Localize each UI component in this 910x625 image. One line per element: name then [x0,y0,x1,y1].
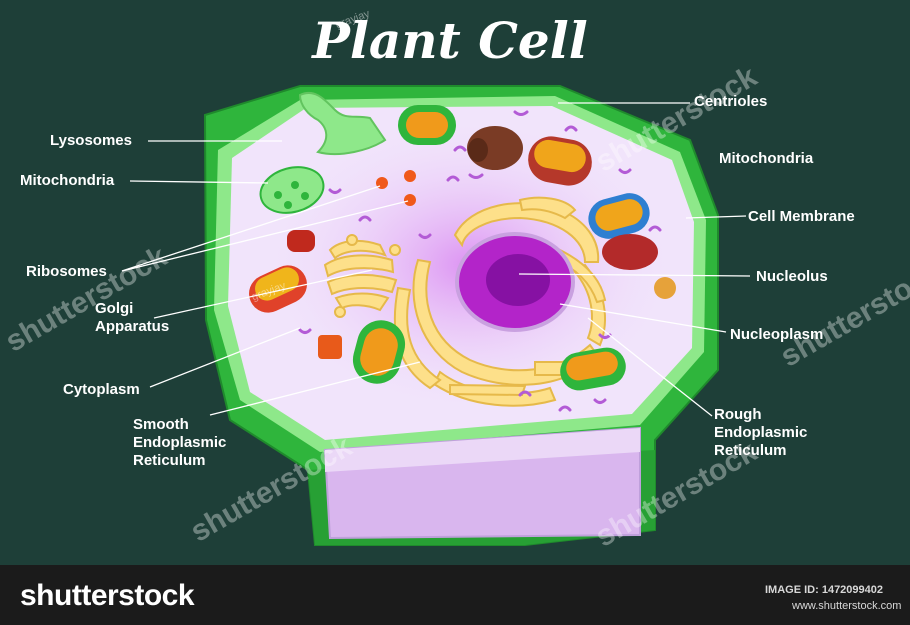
golgi-apparatus [323,234,401,318]
label-nucleoplasm: Nucleoplasm [730,326,824,343]
mitochondrion [249,265,307,313]
footer-site: www.shutterstock.com [792,600,902,612]
plasmodesma [298,91,387,156]
vesicle [287,230,315,252]
label-rough-er: Rough Endoplasmic Reticulum [714,406,808,459]
mitochondrion [528,136,592,186]
mitochondrion [560,347,626,391]
vesicle [654,277,676,299]
mitochondrion [588,193,650,239]
footer-brand-logo: shutterstock [20,579,195,612]
leader-lines [121,102,751,417]
ribosome [404,194,416,206]
mitochondrion [352,320,406,384]
footer-image-id: IMAGE ID: 1472099402 [765,584,884,596]
label-cytoplasm: Cytoplasm [63,381,140,398]
label-centrioles: Centrioles [694,93,768,110]
label-smooth-er: Smooth Endoplasmic Reticulum [133,416,227,469]
vesicle [602,234,658,270]
vesicle [318,335,342,359]
diagram-title: Plant Cell [312,11,588,70]
label-mitochondria-right: Mitochondria [719,150,814,167]
nucleolus [486,254,550,306]
label-cell-membrane: Cell Membrane [748,208,855,225]
cytoplasm-particles [298,110,662,412]
endoplasmic-reticulum [393,196,607,407]
label-mitochondria-left: Mitochondria [20,172,115,189]
label-nucleolus: Nucleolus [756,268,828,285]
label-lysosomes: Lysosomes [50,132,132,149]
mitochondrion [398,105,456,145]
cell-illustration [121,85,751,546]
label-golgi-apparatus: Golgi Apparatus [95,300,170,335]
chloroplast [259,166,325,214]
ribosome [404,170,416,182]
label-ribosomes: Ribosomes [26,263,107,280]
footer-bar [0,565,910,625]
